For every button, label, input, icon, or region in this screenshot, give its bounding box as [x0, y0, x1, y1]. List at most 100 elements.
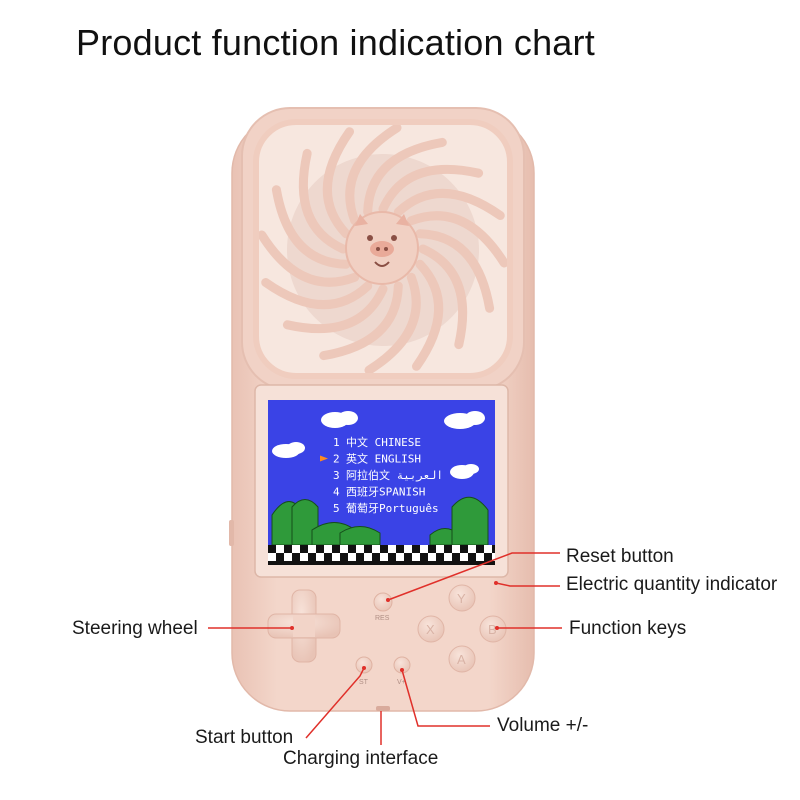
page-title: Product function indication chart [76, 22, 595, 63]
dpad-icon[interactable] [267, 589, 341, 663]
checker-tile [396, 553, 404, 561]
checker-tile [396, 545, 404, 553]
checker-tile [284, 553, 292, 561]
checker-tile [484, 553, 492, 561]
fan-blade [412, 259, 444, 371]
fan-blade [322, 127, 354, 239]
checker-tile [468, 553, 476, 561]
fan-blade [364, 272, 421, 375]
checker-tile [332, 553, 340, 561]
checker-tile [340, 545, 348, 553]
checker-tile [308, 545, 316, 553]
checker-tile [300, 553, 308, 561]
fan-blade [257, 230, 360, 287]
checker-tile [436, 545, 444, 553]
x-button-label: X [426, 622, 435, 637]
menu-item-label: 葡萄牙Português [346, 502, 439, 515]
pig-face-icon [345, 211, 419, 285]
reset-button[interactable] [373, 592, 393, 612]
checker-tile [292, 553, 300, 561]
res-tag: RES [375, 615, 390, 622]
checker-tile [444, 545, 452, 553]
checker-tile [436, 553, 444, 561]
b-button-label: B [488, 622, 497, 637]
checker-tile [428, 553, 436, 561]
checker-tile [324, 553, 332, 561]
checker-tile [412, 545, 420, 553]
checker-tile [492, 545, 495, 553]
checker-tile [332, 545, 340, 553]
v-tag: V+ [397, 679, 406, 686]
checker-tile [388, 553, 396, 561]
function-keys[interactable]: Y X B A [417, 584, 507, 673]
menu-item-number: 5 [333, 502, 340, 515]
checker-tile [388, 545, 396, 553]
checker-tile [324, 545, 332, 553]
menu-item-number: 3 [333, 469, 340, 482]
callout-lines [208, 552, 562, 745]
checker-tile [316, 545, 324, 553]
checker-tile [380, 553, 388, 561]
checker-tile [364, 553, 372, 561]
arrow-cursor-icon [320, 455, 328, 462]
checker-tile [420, 545, 428, 553]
fan-blade [298, 148, 348, 254]
checker-tile [268, 553, 276, 561]
fan-blade [271, 185, 351, 269]
label-volume: Volume +/- [497, 715, 589, 736]
menu-item-label: 阿拉伯文 العربية [346, 468, 443, 482]
checker-tile [308, 553, 316, 561]
checker-tile [284, 545, 292, 553]
cloud-icon [272, 411, 485, 479]
checker-tile [356, 553, 364, 561]
a-button-label: A [457, 652, 466, 667]
charging-port [376, 706, 390, 711]
checker-tile [412, 553, 420, 561]
label-reset-button: Reset button [566, 546, 674, 567]
label-steering-wheel: Steering wheel [72, 618, 198, 639]
st-tag: ST [359, 679, 369, 686]
fan-blade [393, 188, 505, 220]
menu-item-number: 2 [333, 453, 340, 466]
checker-tile [348, 545, 356, 553]
checker-tile [468, 545, 476, 553]
fan-blade [415, 229, 495, 313]
fan-blade [418, 244, 468, 350]
fan-blade [319, 281, 403, 361]
checker-tile [372, 553, 380, 561]
side-button [229, 520, 234, 546]
checker-tile [420, 553, 428, 561]
fan-blade [363, 137, 447, 217]
checker-tile [452, 553, 460, 561]
label-charging-interface: Charging interface [283, 748, 439, 769]
checker-tile [492, 553, 495, 561]
checker-tile [340, 553, 348, 561]
checker-tile [348, 553, 356, 561]
checker-tile [276, 545, 284, 553]
checker-tile [476, 545, 484, 553]
checker-tile [292, 545, 300, 553]
checker-tile [268, 545, 276, 553]
y-button-label: Y [457, 591, 466, 606]
checker-tile [460, 545, 468, 553]
checker-tile [356, 545, 364, 553]
checker-tile [316, 553, 324, 561]
volume-button[interactable] [393, 656, 411, 674]
menu-item-label: 中文 CHINESE [346, 435, 421, 449]
menu-item-number: 1 [333, 436, 340, 449]
start-button[interactable] [355, 656, 373, 674]
fan-blade [261, 278, 373, 310]
label-function-keys: Function keys [569, 618, 687, 639]
fan-blade [378, 164, 484, 214]
checker-tile [372, 545, 380, 553]
checker-tile [428, 545, 436, 553]
checker-tile [364, 545, 372, 553]
fan-blade [406, 211, 509, 268]
menu-item-number: 4 [333, 486, 340, 499]
checker-tile [276, 553, 284, 561]
checker-tile [404, 553, 412, 561]
checker-tile [444, 553, 452, 561]
checker-tile [404, 545, 412, 553]
